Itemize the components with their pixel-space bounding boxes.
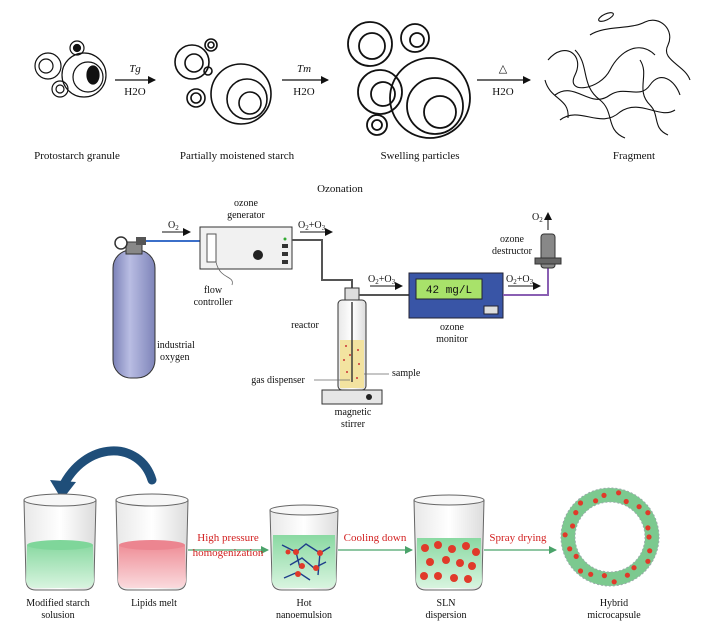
capsule-lipid-dot — [611, 579, 617, 585]
svg-text:O2: O2 — [168, 220, 179, 232]
capsule-lipid-dot — [646, 534, 652, 540]
capsule-lipid-dot — [573, 553, 579, 560]
reactor-vessel — [321, 287, 383, 405]
step-label-moistened: Partially moistened starch — [180, 150, 295, 162]
capsule-lipid-dot — [645, 558, 651, 564]
capsule-lipid-dot — [623, 498, 629, 505]
arrow-tg: Tg H2O — [115, 63, 156, 98]
capsule-lipid-dot — [645, 510, 651, 516]
ozonation-title: Ozonation — [317, 183, 363, 195]
arrow-top-label: Tg — [129, 63, 141, 75]
svg-text:O2+O3: O2+O3 — [368, 274, 396, 286]
arrow-bottom-label: H2O — [293, 86, 314, 98]
starch-beaker — [23, 493, 97, 591]
sln-droplet — [462, 542, 470, 550]
transfer-arrowhead — [50, 480, 76, 500]
sln-droplet — [448, 545, 456, 553]
sln-droplet — [464, 575, 472, 583]
arrow-bottom-label: H2O — [124, 86, 145, 98]
item-label-lipids: Lipids melt — [131, 598, 177, 609]
sln-droplet — [426, 558, 434, 566]
oxygen-cylinder — [112, 236, 156, 379]
monitor-outlet-tube — [503, 268, 549, 296]
capsule-lipid-dot — [636, 504, 642, 510]
svg-text:O2+O3: O2+O3 — [298, 220, 326, 232]
ozone-generator — [199, 226, 293, 270]
capsule-lipid-dot — [577, 568, 584, 574]
gas-label-o2-o3-b: O2+O3 — [368, 274, 403, 290]
capsule-lipid-dot — [570, 523, 576, 529]
sample-label: sample — [392, 368, 421, 379]
ozone-monitor — [408, 272, 504, 319]
capsule-lipid-dot — [631, 565, 637, 571]
capsule-lipid-dot — [616, 490, 622, 496]
sln-droplet — [468, 562, 476, 570]
moistened-starch-icon — [174, 38, 272, 125]
starch-panel: Protostarch granule Tg H2O Partially moi… — [34, 12, 691, 162]
capsule-lipid-dot — [562, 532, 568, 538]
sln-droplet — [421, 544, 429, 552]
gas-label-o2-out: O2 — [532, 212, 543, 224]
ozone-destructor — [534, 212, 562, 269]
capsule-lipid-dot — [601, 492, 607, 498]
sln-droplet — [442, 556, 450, 564]
lipids-beaker — [115, 493, 189, 591]
arrow-top-label: △ — [499, 63, 508, 75]
process-label-spray: Spray drying — [489, 532, 547, 544]
arrow-tm: Tm H2O — [282, 63, 329, 98]
capsule-lipid-dot — [588, 571, 594, 577]
gas-label-o2-o3-c: O2+O3 — [506, 274, 541, 290]
ozone-tube — [292, 239, 353, 290]
arrow-heat: △ H2O — [477, 63, 531, 98]
svg-text:O2+O3: O2+O3 — [506, 274, 534, 286]
capsule-lipid-dot — [593, 498, 599, 504]
swelling-particles-icon — [347, 21, 471, 139]
capsule-lipid-dot — [647, 548, 653, 554]
sln-droplet — [472, 548, 480, 556]
step-label-swelling: Swelling particles — [380, 150, 459, 162]
microcapsule-icon — [560, 487, 660, 587]
protostarch-granule-icon — [34, 40, 107, 98]
capsule-lipid-dot — [601, 573, 608, 579]
nanoemulsion-beaker — [269, 504, 339, 591]
capsule-lipid-dot — [645, 525, 651, 531]
transfer-arrow — [57, 446, 157, 493]
gas-dispenser-label: gas dispenser — [251, 375, 305, 386]
gas-label-o2-o3-a: O2+O3 — [298, 220, 333, 236]
step-label-fragment: Fragment — [613, 150, 655, 162]
capsule-lipid-dot — [577, 500, 584, 506]
gas-label-o2-in: O2 — [162, 220, 191, 236]
fragment-icon — [544, 12, 691, 139]
sln-droplet — [450, 574, 458, 582]
monitor-reading: 42 mg/L — [426, 285, 472, 297]
step-label-protostarch: Protostarch granule — [34, 150, 120, 162]
reactor-label: reactor — [291, 320, 319, 331]
sln-droplet — [456, 559, 464, 567]
sln-droplet — [434, 541, 442, 549]
arrow-top-label: Tm — [297, 63, 311, 75]
capsule-lipid-dot — [567, 546, 573, 552]
sln-droplet — [434, 572, 442, 580]
capsule-lipid-dot — [573, 509, 579, 516]
sln-beaker — [413, 494, 485, 591]
arrow-bottom-label: H2O — [492, 86, 513, 98]
capsule-lipid-dot — [624, 572, 631, 578]
sln-droplet — [420, 572, 428, 580]
sln-droplets — [420, 541, 480, 583]
process-label-cooling: Cooling down — [344, 532, 407, 544]
